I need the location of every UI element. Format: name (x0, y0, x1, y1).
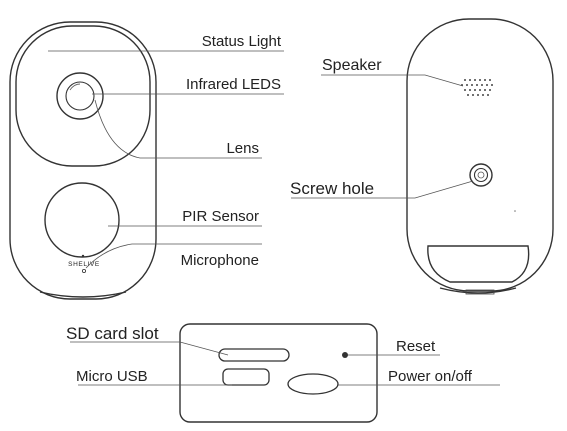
back-base-tab (465, 289, 495, 295)
front-upper-panel (15, 25, 151, 167)
microphone-icon (82, 268, 87, 273)
lens-icon (56, 72, 104, 120)
back-mark (514, 210, 516, 212)
lens-glint (69, 83, 81, 91)
screw-hole-inner-icon (473, 167, 489, 183)
pir-sensor-icon (44, 182, 120, 258)
back-view (406, 18, 554, 295)
front-body-outline (9, 21, 157, 300)
front-bottom-rim (39, 291, 127, 298)
bottom-panel-outline (179, 323, 378, 423)
label-infrared-leds: Infrared LEDS (186, 76, 281, 93)
power-button-icon (287, 373, 339, 395)
label-micro-usb: Micro USB (76, 368, 148, 385)
front-leader-lines (48, 50, 284, 269)
status-light-dot (81, 254, 85, 258)
label-reset: Reset (396, 338, 436, 355)
micro-usb-icon (222, 368, 270, 386)
screw-hole-core-icon (477, 171, 485, 179)
back-mount-lip (439, 287, 517, 294)
label-status-light: Status Light (202, 33, 282, 50)
label-sd-card-slot: SD card slot (66, 324, 159, 343)
bottom-view (179, 323, 378, 423)
front-view: SHELIVE (9, 21, 157, 300)
screw-hole-icon (469, 163, 493, 187)
label-power: Power on/off (388, 368, 473, 385)
label-screw-hole: Screw hole (290, 179, 374, 198)
label-microphone: Microphone (181, 252, 259, 269)
speaker-grill-icon (461, 79, 493, 96)
sd-card-slot-icon (218, 348, 290, 362)
bottom-leader-lines (70, 341, 500, 386)
lens-inner-icon (65, 81, 95, 111)
label-speaker: Speaker (322, 57, 382, 74)
reset-button-icon (342, 352, 348, 358)
label-pir-sensor: PIR Sensor (182, 208, 259, 225)
back-mount-outline (427, 245, 530, 283)
back-leader-lines (291, 74, 474, 199)
back-body-outline (406, 18, 554, 292)
brand-logo: SHELIVE (68, 261, 100, 268)
label-lens: Lens (226, 140, 259, 157)
